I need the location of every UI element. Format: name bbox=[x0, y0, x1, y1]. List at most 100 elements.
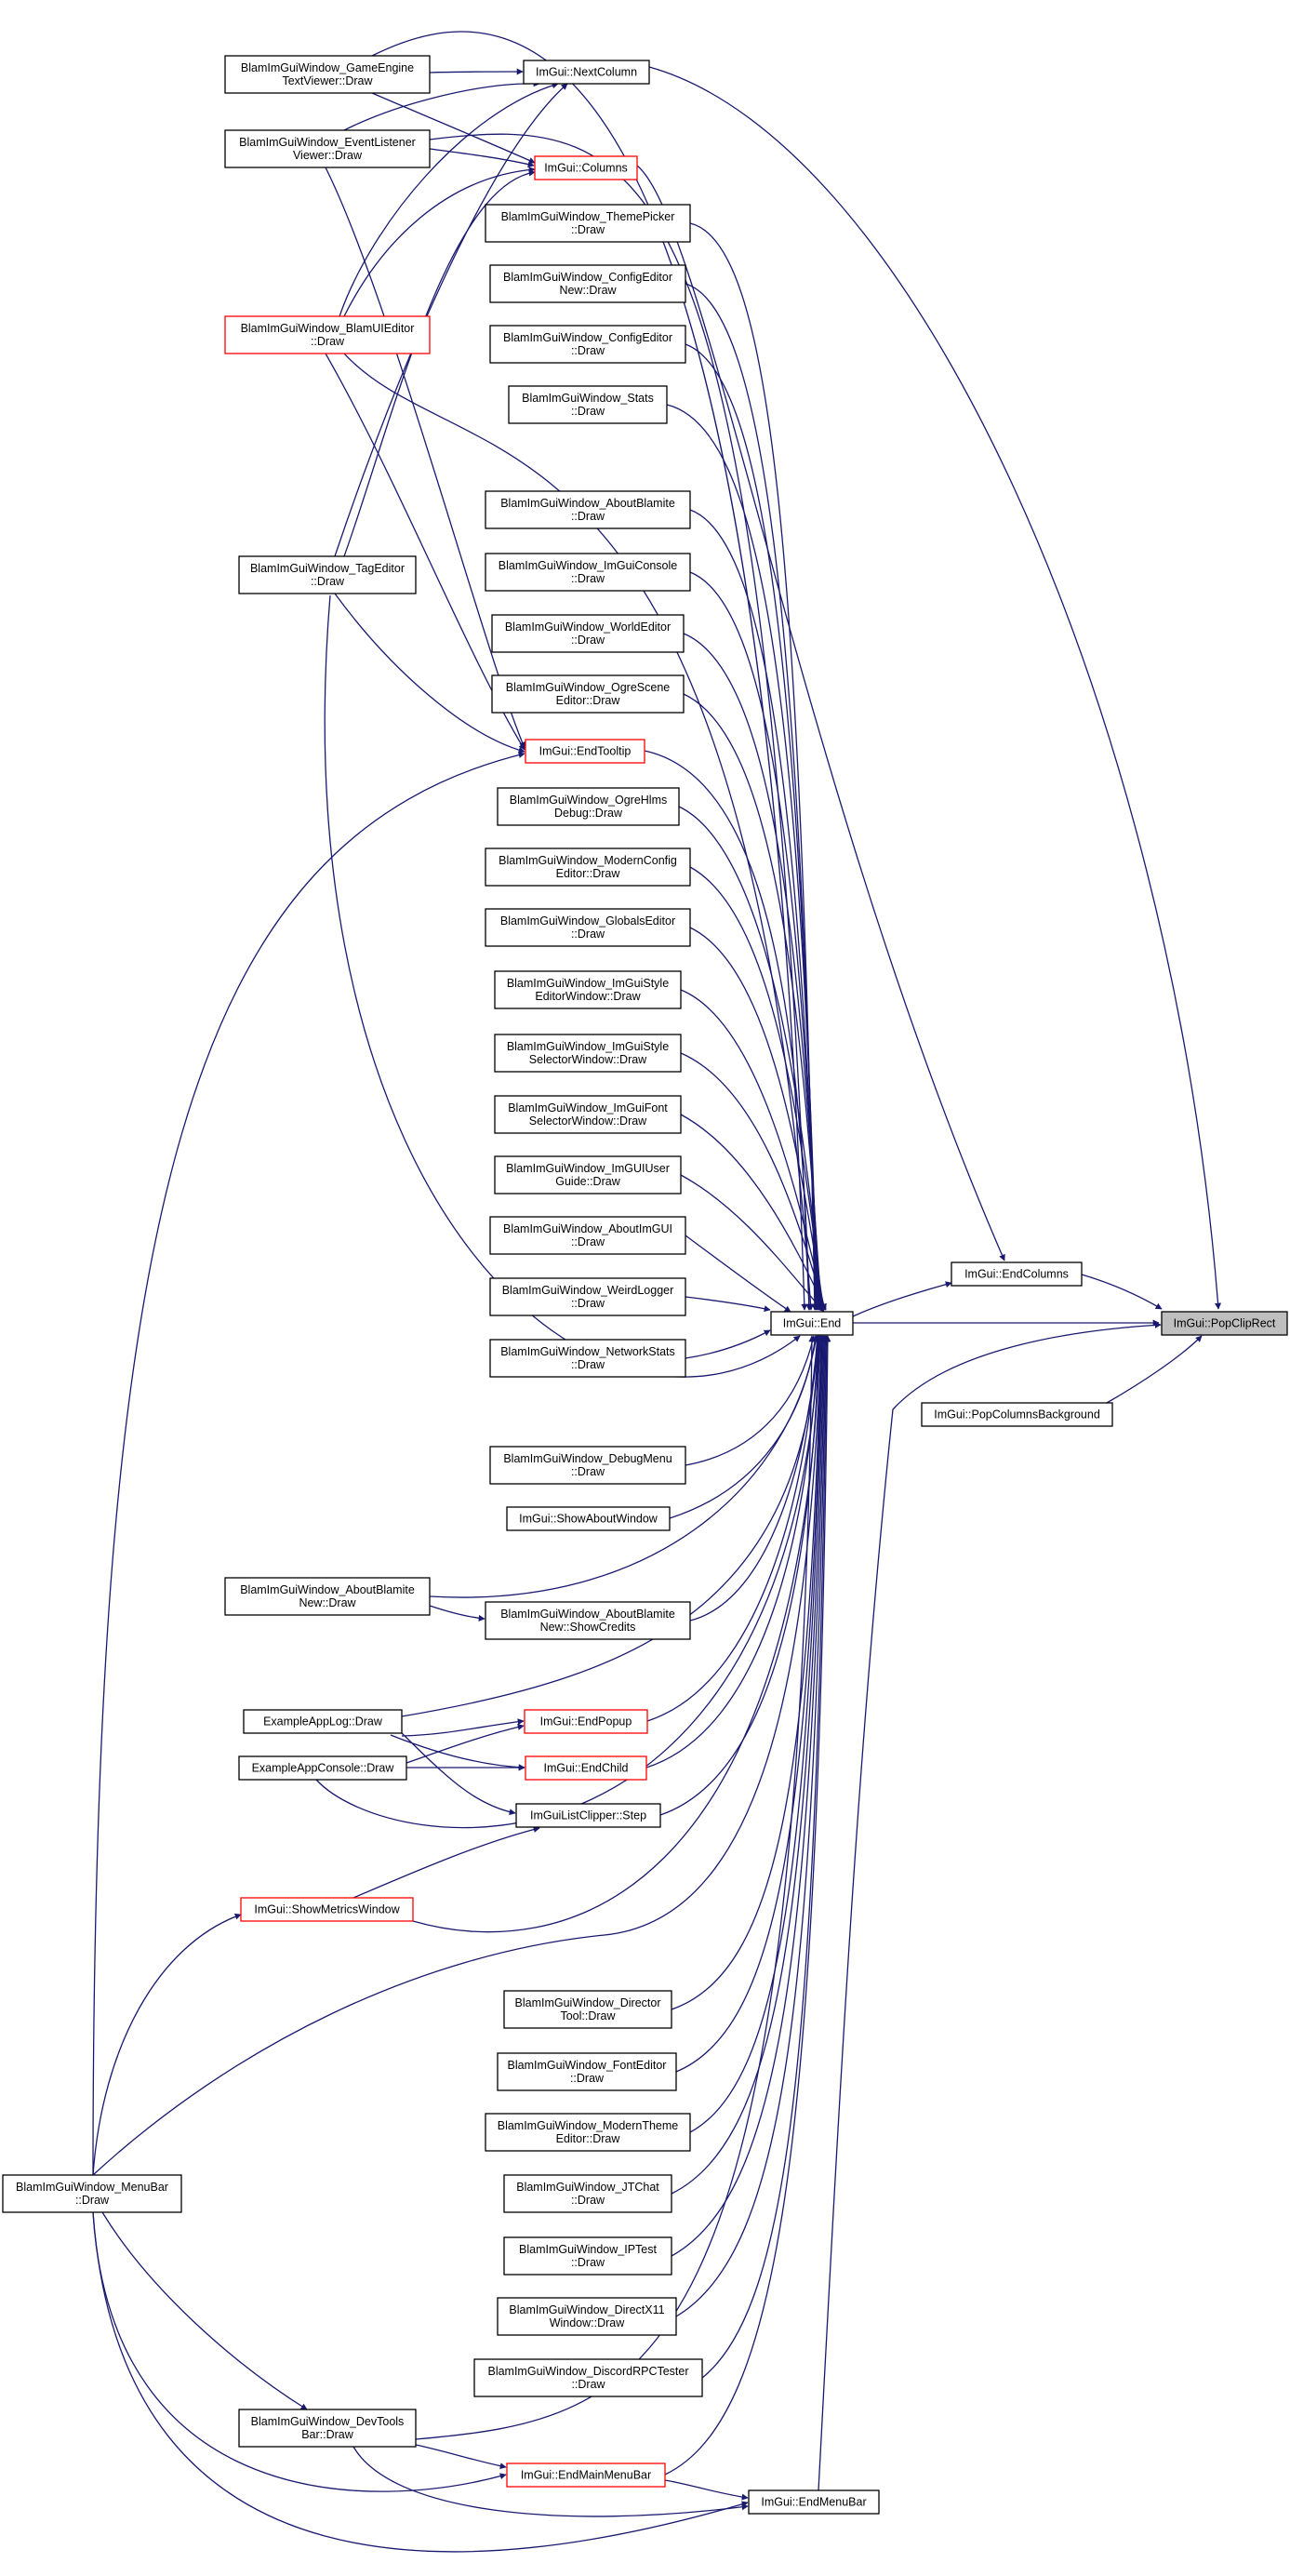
edge-menubar-to-endtooltip bbox=[92, 752, 525, 2176]
node-box bbox=[485, 553, 691, 592]
node-endtooltip[interactable]: ImGui::EndTooltip bbox=[525, 739, 645, 764]
edge-aboutimgui-to-end bbox=[685, 1235, 791, 1313]
node-fontselector[interactable]: BlamImGuiWindow_ImGuiFontSelectorWindow:… bbox=[494, 1095, 682, 1134]
edge-endmainmenubar-to-endmenubar bbox=[664, 2479, 749, 2501]
node-imguiconsole[interactable]: BlamImGuiWindow_ImGuiConsole::Draw bbox=[485, 553, 691, 592]
node-popcliprect[interactable]: ImGui::PopClipRect bbox=[1161, 1311, 1288, 1336]
node-label-line: BlamImGuiWindow_GlobalsEditor bbox=[500, 914, 675, 928]
edge-blamuieditor-to-columns bbox=[343, 167, 536, 317]
node-box bbox=[921, 1402, 1113, 1427]
node-label-line: BlamImGuiWindow_ModernConfig bbox=[499, 854, 677, 867]
node-box bbox=[240, 1897, 414, 1922]
node-showabout[interactable]: ImGui::ShowAboutWindow bbox=[506, 1506, 671, 1531]
node-endmainmenubar[interactable]: ImGui::EndMainMenuBar bbox=[506, 2463, 666, 2488]
edge-popcolbg-to-popcliprect bbox=[1106, 1335, 1203, 1404]
node-endpopup[interactable]: ImGui::EndPopup bbox=[524, 1709, 648, 1734]
node-label-line: New::ShowCredits bbox=[540, 1621, 636, 1634]
node-listclipper[interactable]: ImGuiListClipper::Step bbox=[515, 1803, 661, 1828]
node-box bbox=[503, 2236, 672, 2276]
node-globalseditor[interactable]: BlamImGuiWindow_GlobalsEditor::Draw bbox=[485, 908, 691, 947]
node-gameengine[interactable]: BlamImGuiWindow_GameEngineTextViewer::Dr… bbox=[224, 55, 431, 94]
edge-discordrpc-to-end bbox=[701, 1335, 831, 2379]
edge-globalseditor-to-end bbox=[689, 927, 827, 1311]
node-exampleappconsole[interactable]: ExampleAppConsole::Draw bbox=[238, 1755, 407, 1781]
node-box bbox=[494, 1155, 682, 1195]
edge-menubar-to-endmainmenubar bbox=[92, 2211, 507, 2492]
edge-exampleapplog-to-end bbox=[401, 1335, 822, 1717]
node-eventlistener[interactable]: BlamImGuiWindow_EventListenerViewer::Dra… bbox=[224, 129, 431, 168]
node-label-line: ImGui::Columns bbox=[544, 162, 628, 175]
node-end[interactable]: ImGui::End bbox=[770, 1311, 854, 1336]
edge-aboutblamitenew-to-end bbox=[429, 1335, 819, 1598]
node-label-line: ::Draw bbox=[571, 1465, 605, 1478]
node-themepicker[interactable]: BlamImGuiWindow_ThemePicker::Draw bbox=[485, 204, 691, 243]
node-columns[interactable]: ImGui::Columns bbox=[534, 155, 638, 180]
edge-tageditor-to-end bbox=[324, 594, 801, 1378]
node-box bbox=[525, 1755, 647, 1781]
node-stats[interactable]: BlamImGuiWindow_Stats::Draw bbox=[508, 385, 668, 424]
node-label-line: ::Draw bbox=[571, 928, 605, 941]
node-fonteditor[interactable]: BlamImGuiWindow_FontEditor::Draw bbox=[497, 2052, 677, 2091]
node-showcredits[interactable]: BlamImGuiWindow_AboutBlamiteNew::ShowCre… bbox=[485, 1601, 691, 1640]
node-label-line: BlamImGuiWindow_ImGuiFont bbox=[508, 1101, 668, 1114]
edge-userguide-to-end bbox=[680, 1174, 825, 1313]
node-jtchat[interactable]: BlamImGuiWindow_JTChat::Draw bbox=[503, 2174, 672, 2213]
node-menubar[interactable]: BlamImGuiWindow_MenuBar::Draw bbox=[2, 2174, 182, 2213]
node-blamuieditor[interactable]: BlamImGuiWindow_BlamUIEditor::Draw bbox=[224, 315, 431, 354]
node-label-line: BlamImGuiWindow_AboutBlamite bbox=[240, 1583, 415, 1596]
edge-tageditor-to-endtooltip bbox=[334, 593, 525, 754]
edge-exampleappconsole-to-endpopup bbox=[406, 1724, 525, 1764]
edge-exampleappconsole-to-end bbox=[315, 1335, 823, 1829]
node-box bbox=[534, 155, 638, 180]
edge-endmainmenubar-to-end bbox=[664, 1335, 831, 2476]
node-tageditor[interactable]: BlamImGuiWindow_TagEditor::Draw bbox=[238, 555, 417, 594]
node-networkstats[interactable]: BlamImGuiWindow_NetworkStats::Draw bbox=[489, 1339, 686, 1378]
node-styleselector[interactable]: BlamImGuiWindow_ImGuiStyleSelectorWindow… bbox=[494, 1034, 682, 1073]
node-nextcolumn[interactable]: ImGui::NextColumn bbox=[523, 60, 650, 85]
node-box bbox=[503, 2174, 672, 2213]
node-label-line: BlamImGuiWindow_ConfigEditor bbox=[503, 331, 672, 344]
node-endmenubar[interactable]: ImGui::EndMenuBar bbox=[748, 2489, 880, 2515]
node-exampleapplog[interactable]: ExampleAppLog::Draw bbox=[243, 1709, 403, 1734]
node-box bbox=[523, 60, 650, 85]
node-debugmenu[interactable]: BlamImGuiWindow_DebugMenu::Draw bbox=[489, 1446, 686, 1485]
node-box bbox=[238, 2409, 417, 2448]
node-label-line: BlamImGuiWindow_DirectX11 bbox=[509, 2303, 664, 2316]
edge-devtoolsbar-to-end bbox=[415, 1335, 816, 2440]
edge-endchild-to-end bbox=[645, 1335, 822, 1768]
node-box bbox=[489, 264, 686, 303]
node-label-line: Viewer::Draw bbox=[293, 149, 363, 162]
node-stylededitor[interactable]: BlamImGuiWindow_ImGuiStyleEditorWindow::… bbox=[494, 970, 682, 1009]
edge-worldeditor-to-end bbox=[683, 633, 824, 1311]
node-endchild[interactable]: ImGui::EndChild bbox=[525, 1755, 647, 1781]
node-popcolbg[interactable]: ImGui::PopColumnsBackground bbox=[921, 1402, 1113, 1427]
edge-ogrescene-to-end bbox=[683, 693, 825, 1311]
node-box bbox=[494, 1034, 682, 1073]
node-label-line: ::Draw bbox=[311, 335, 345, 348]
node-box bbox=[497, 2297, 677, 2336]
node-label-line: Guide::Draw bbox=[555, 1175, 620, 1188]
node-box bbox=[497, 787, 680, 826]
node-configeditor[interactable]: BlamImGuiWindow_ConfigEditor::Draw bbox=[489, 325, 686, 364]
node-iptest[interactable]: BlamImGuiWindow_IPTest::Draw bbox=[503, 2236, 672, 2276]
node-label-line: ImGui::EndColumns bbox=[964, 1268, 1069, 1281]
node-showmetrics[interactable]: ImGui::ShowMetricsWindow bbox=[240, 1897, 414, 1922]
node-label-line: BlamImGuiWindow_ModernTheme bbox=[498, 2119, 679, 2132]
node-weirdlogger[interactable]: BlamImGuiWindow_WeirdLogger::Draw bbox=[489, 1277, 686, 1316]
node-box bbox=[224, 1577, 431, 1616]
node-endcolumns[interactable]: ImGui::EndColumns bbox=[951, 1261, 1083, 1287]
node-discordrpc[interactable]: BlamImGuiWindow_DiscordRPCTester::Draw bbox=[473, 2358, 703, 2397]
node-aboutblamite[interactable]: BlamImGuiWindow_AboutBlamite::Draw bbox=[485, 490, 691, 529]
node-aboutimgui[interactable]: BlamImGuiWindow_AboutImGUI::Draw bbox=[489, 1216, 686, 1255]
node-worldeditor[interactable]: BlamImGuiWindow_WorldEditor::Draw bbox=[491, 614, 685, 653]
